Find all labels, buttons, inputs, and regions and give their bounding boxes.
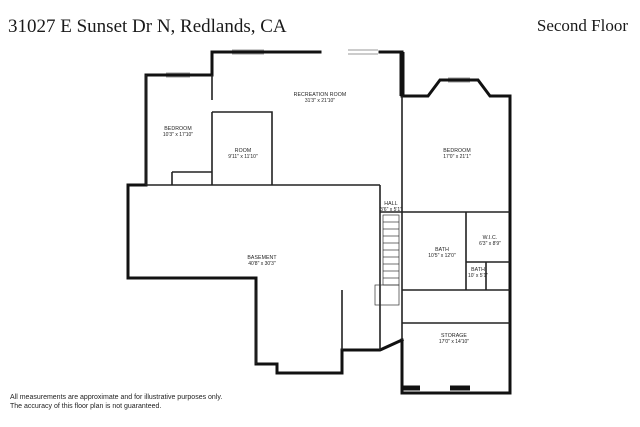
svg-text:3'6" x 5'1": 3'6" x 5'1": [380, 207, 402, 213]
disclaimer-line-2: The accuracy of this floor plan is not g…: [10, 403, 162, 410]
svg-text:10' x 5'1": 10' x 5'1": [468, 273, 488, 279]
room-label-hall: HALL 3'6" x 5'1": [380, 201, 402, 213]
svg-text:10'3" x 17'10": 10'3" x 17'10": [163, 132, 193, 138]
svg-text:BEDROOM: BEDROOM: [443, 148, 471, 154]
svg-text:31'3" x 21'10": 31'3" x 21'10": [305, 98, 335, 104]
room-label-bath: BATH 10'5" x 12'0": [428, 247, 456, 259]
svg-text:17'0" x 21'1": 17'0" x 21'1": [443, 154, 471, 160]
property-address: 31027 E Sunset Dr N, Redlands, CA: [8, 16, 287, 37]
floor-label: Second Floor: [536, 16, 628, 35]
room-label-bedroom-right: BEDROOM 17'0" x 21'1": [443, 148, 471, 160]
svg-text:W.I.C.: W.I.C.: [483, 235, 498, 241]
room-label-recreation: RECREATION ROOM 31'3" x 21'10": [294, 92, 347, 104]
room-label-room: ROOM 9'11" x 11'10": [228, 148, 258, 160]
svg-text:BASEMENT: BASEMENT: [247, 255, 277, 261]
svg-text:10'5" x 12'0": 10'5" x 12'0": [428, 253, 456, 259]
windows: [166, 49, 470, 83]
room-label-basement: BASEMENT 40'8" x 30'3": [247, 255, 277, 267]
wall-accents: [399, 52, 470, 391]
staircase: [374, 214, 400, 306]
svg-text:9'11" x 11'10": 9'11" x 11'10": [228, 154, 258, 160]
room-label-bedroom-left: BEDROOM 10'3" x 17'10": [163, 126, 193, 138]
disclaimer: All measurements are approximate and for…: [10, 393, 222, 411]
svg-text:HALL: HALL: [384, 201, 397, 207]
disclaimer-line-1: All measurements are approximate and for…: [10, 394, 223, 401]
svg-text:RECREATION ROOM: RECREATION ROOM: [294, 92, 347, 98]
interior-walls: [145, 75, 510, 364]
room-label-wic: W.I.C. 6'3" x 8'9": [479, 235, 501, 247]
svg-text:BATH: BATH: [471, 267, 485, 273]
room-label-bath-small: BATH 10' x 5'1": [468, 267, 488, 279]
svg-text:BEDROOM: BEDROOM: [164, 126, 192, 132]
room-label-storage: STORAGE 17'0" x 14'10": [439, 333, 469, 345]
svg-text:BATH: BATH: [435, 247, 449, 253]
svg-text:STORAGE: STORAGE: [441, 333, 467, 339]
svg-text:17'0" x 14'10": 17'0" x 14'10": [439, 339, 469, 345]
svg-text:ROOM: ROOM: [235, 148, 252, 154]
svg-text:40'8" x 30'3": 40'8" x 30'3": [248, 261, 276, 267]
svg-text:6'3" x 8'9": 6'3" x 8'9": [479, 241, 501, 247]
